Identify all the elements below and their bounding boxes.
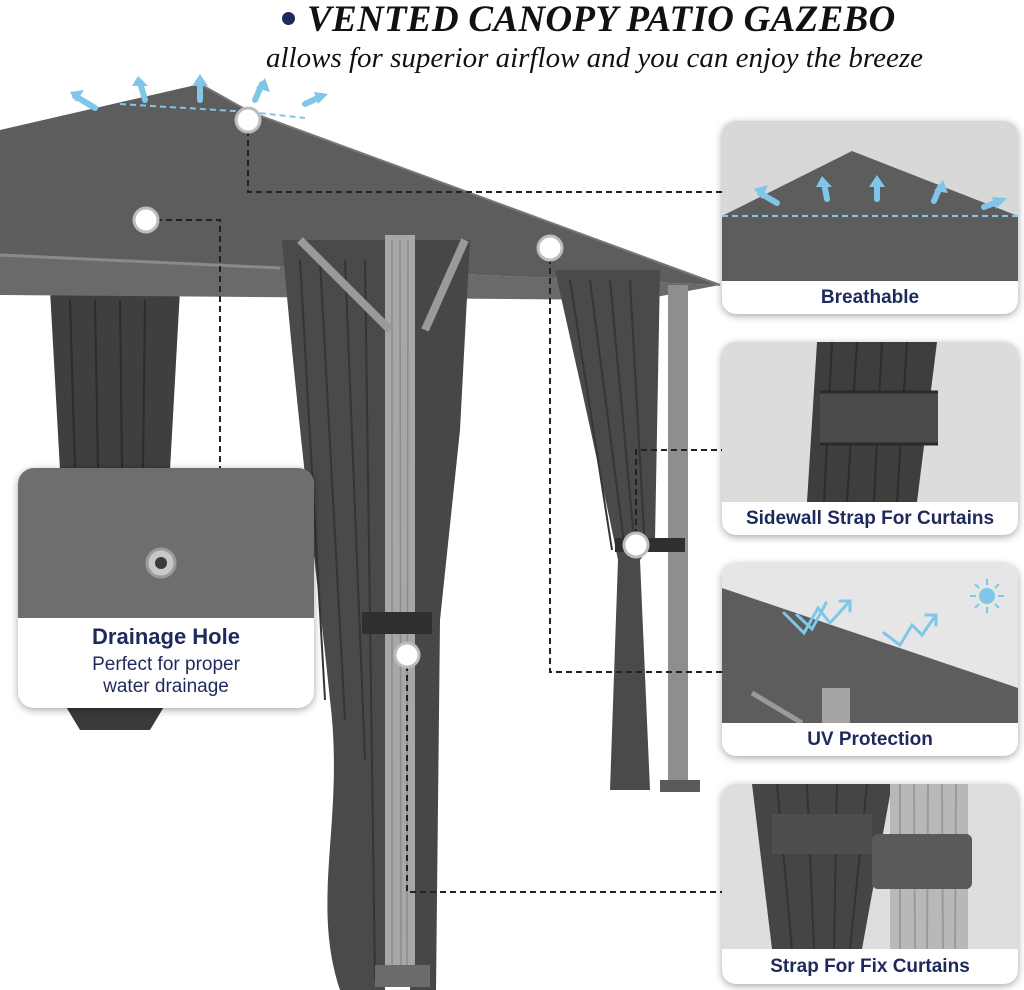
fix-strap-image: [722, 784, 1018, 949]
drainage-image: [18, 468, 314, 618]
drainage-title: Drainage Hole: [92, 624, 240, 649]
strap-icon: [820, 392, 938, 444]
feature-card-fix-strap: Strap For Fix Curtains: [722, 784, 1018, 984]
uv-ray-icon: [782, 599, 938, 648]
drainage-line-1: Perfect for proper: [92, 654, 240, 675]
strap-icon: [872, 834, 972, 889]
drainage-hole-card: Drainage Hole Perfect for proper water d…: [18, 468, 314, 708]
sun-icon: [970, 579, 1004, 613]
feature-card-breathable: Breathable: [722, 121, 1018, 314]
back-left-curtain: [50, 290, 180, 470]
feature-label: Sidewall Strap For Curtains: [745, 508, 995, 529]
page-title: VENTED CANOPY PATIO GAZEBO: [282, 0, 896, 41]
feature-label: Strap For Fix Curtains: [770, 956, 970, 977]
uv-protection-image: [722, 563, 1018, 723]
feature-card-uv-protection: UV Protection: [722, 563, 1018, 756]
page-subtitle: allows for superior airflow and you can …: [266, 42, 924, 74]
feature-card-sidewall-strap: Sidewall Strap For Curtains: [722, 342, 1018, 535]
feature-label: UV Protection: [807, 729, 933, 750]
feature-label: Breathable: [820, 287, 920, 308]
sidewall-strap-image: [722, 342, 1018, 502]
drainage-description: Perfect for proper water drainage: [18, 654, 314, 698]
right-curtain: [555, 270, 660, 790]
title-text: VENTED CANOPY PATIO GAZEBO: [307, 0, 896, 40]
drainage-line-2: water drainage: [103, 676, 229, 697]
breathable-image: [722, 121, 1018, 281]
canopy-roof: [0, 84, 720, 285]
title-bullet: [282, 12, 295, 26]
